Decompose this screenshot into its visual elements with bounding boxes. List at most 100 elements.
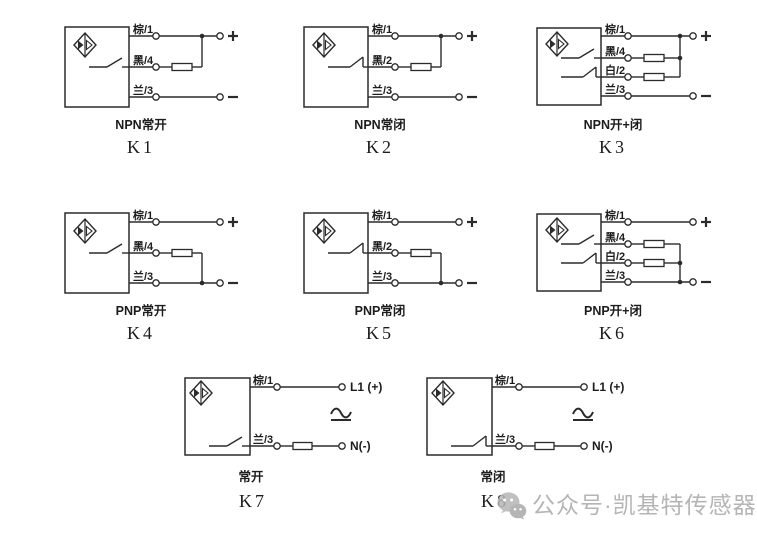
terminal-circle: [338, 383, 346, 391]
diagram-caption: NPN开+闭: [584, 117, 643, 132]
wire-label-blue: 兰/3: [133, 83, 153, 97]
wire-line: [106, 243, 123, 254]
terminal-circle: [624, 54, 632, 62]
proximity-sensor-icon: [73, 31, 97, 59]
switch-normally-closed-icon: [328, 56, 368, 68]
wire-label-blue: 兰/3: [133, 269, 153, 283]
sensor-triangle-icon: [85, 39, 93, 51]
proximity-sensor-icon: [312, 217, 336, 245]
load-resistor: [171, 62, 193, 72]
sensor-diamond-icon: [545, 30, 569, 58]
sensor-triangle-icon: [550, 225, 556, 235]
wire-label-brown: 棕/1: [604, 208, 625, 222]
sensor-diamond-icon: [189, 379, 213, 407]
switch-normally-open-icon: [89, 243, 129, 254]
plus-terminal-sign: [701, 217, 711, 227]
terminal-circle: [689, 32, 697, 40]
diagram-caption: NPN常开: [115, 117, 167, 132]
sensor-box: [184, 377, 251, 456]
switch-normally-open-icon: [561, 234, 601, 245]
terminal-circle: [391, 32, 399, 40]
diagram-id: K6: [599, 323, 627, 343]
terminal-circle: [391, 218, 399, 226]
sensor-diamond-icon: [545, 216, 569, 244]
terminal-circle: [624, 218, 632, 226]
wire-label-black: 黑/2: [372, 54, 392, 67]
ac-symbol-icon: [572, 407, 594, 421]
terminal-circle: [216, 279, 224, 287]
terminal-circle: [391, 279, 399, 287]
terminal-circle: [273, 383, 281, 391]
sensor-triangle-icon: [78, 226, 84, 236]
load-resistor: [643, 72, 665, 82]
ac-symbol-icon: [330, 407, 352, 421]
diagram-caption: 常开: [238, 469, 264, 484]
wire-label-black: 黑/4: [605, 45, 626, 58]
sensor-diamond-icon: [312, 31, 336, 59]
load-resistor: [643, 239, 665, 249]
terminal-circle: [152, 63, 160, 71]
sensor-triangle-icon: [550, 39, 556, 49]
wire-label-blue: 兰/3: [495, 432, 515, 446]
wire-line: [349, 242, 364, 254]
switch-normally-closed-icon: [451, 435, 492, 447]
terminal-circle: [152, 218, 160, 226]
diagram-id: K5: [366, 323, 394, 343]
plus-terminal-sign: [467, 217, 477, 227]
wire-label-black: 黑/2: [372, 240, 392, 253]
sensor-box: [426, 377, 493, 456]
terminal-circle: [580, 442, 588, 450]
wire-label-brown: 棕/1: [494, 373, 515, 387]
wire-label-brown: 棕/1: [371, 208, 392, 222]
sensor-diamond-icon: [431, 379, 455, 407]
diagram-id: K4: [127, 323, 155, 343]
terminal-circle: [624, 240, 632, 248]
sensor-box: [536, 213, 602, 292]
load-resistor: [410, 62, 432, 72]
plus-terminal-sign: [228, 31, 238, 41]
wire-line: [582, 252, 597, 264]
wire-label-brown: 棕/1: [604, 22, 625, 36]
sensor-triangle-icon: [78, 40, 84, 50]
diagram-id: K2: [366, 137, 394, 157]
wire-label-brown: 棕/1: [132, 22, 153, 36]
sensor-diamond-icon: [73, 31, 97, 59]
wire-label-black: 黑/4: [605, 231, 626, 244]
sensor-diamond-icon: [73, 217, 97, 245]
diagram-id: K3: [599, 137, 627, 157]
terminal-label-n: N(-): [350, 439, 371, 453]
load-resistor: [643, 258, 665, 268]
sensor-triangle-icon: [317, 226, 323, 236]
terminal-circle: [391, 249, 399, 257]
terminal-circle: [152, 32, 160, 40]
diagram-id: K1: [127, 137, 155, 157]
terminal-circle: [455, 279, 463, 287]
diagram-caption: NPN常闭: [354, 117, 405, 132]
wire-line: [578, 48, 595, 59]
wire-label-black: 黑/4: [133, 240, 154, 253]
switch-normally-open-icon: [89, 57, 129, 68]
sensor-triangle-icon: [317, 40, 323, 50]
terminal-label-l1: L1 (+): [350, 380, 382, 394]
terminal-circle: [624, 259, 632, 267]
junction-dot: [438, 280, 444, 286]
proximity-sensor-icon: [545, 30, 569, 58]
wire-line: [349, 56, 364, 68]
terminal-circle: [580, 383, 588, 391]
wire-label-blue: 兰/3: [372, 83, 392, 97]
junction-dot: [199, 280, 205, 286]
load-resistor: [292, 441, 313, 451]
